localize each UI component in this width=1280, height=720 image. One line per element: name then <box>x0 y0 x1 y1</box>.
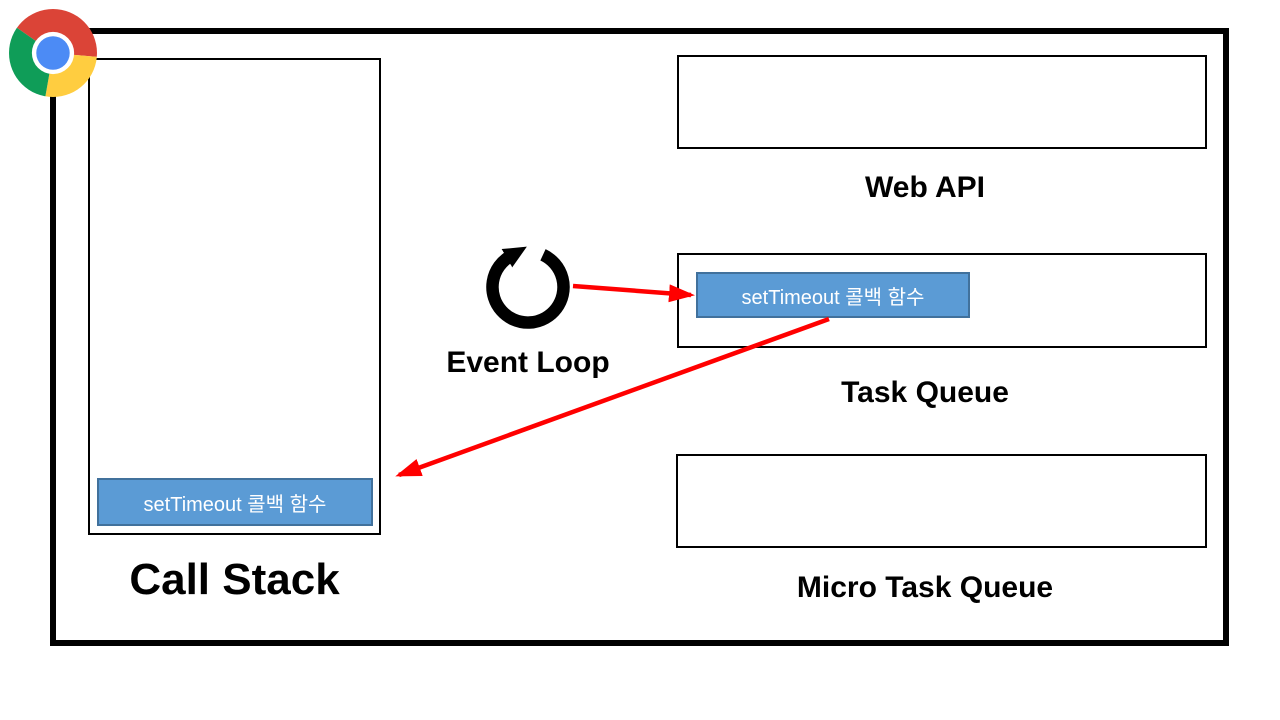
event-loop-icon <box>486 246 570 329</box>
task-queue-callback-label: setTimeout 콜백 함수 <box>741 286 925 309</box>
call-stack-callback-chip: setTimeout 콜백 함수 <box>97 478 373 526</box>
web-api-box <box>677 55 1207 149</box>
chrome-logo-icon <box>9 9 97 97</box>
call-stack-box <box>88 58 381 535</box>
micro-task-queue-box <box>676 454 1207 548</box>
task-queue-label: Task Queue <box>841 376 1009 409</box>
micro-task-queue-label: Micro Task Queue <box>796 571 1054 604</box>
call-stack-label: Call Stack <box>129 555 340 604</box>
event-loop-label: Event Loop <box>446 346 610 379</box>
task-queue-callback-chip: setTimeout 콜백 함수 <box>696 272 970 318</box>
call-stack-callback-label: setTimeout 콜백 함수 <box>143 493 327 516</box>
web-api-label: Web API <box>864 171 985 204</box>
